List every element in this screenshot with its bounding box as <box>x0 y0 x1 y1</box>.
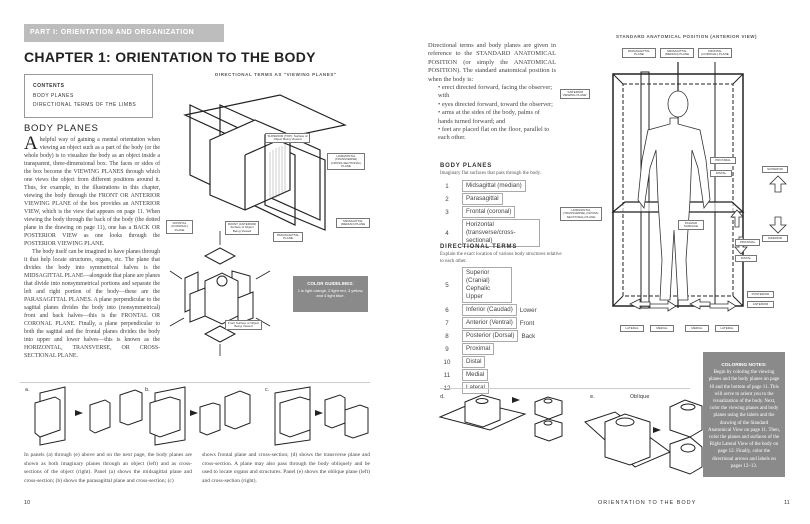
label-front-surface-small: Front Surface of Object Being Viewed <box>225 320 262 331</box>
body-text: A helpful way of gaining a mental orient… <box>24 133 160 360</box>
figure-title: STANDARD ANATOMICAL POSITION (ANTERIOR V… <box>616 34 757 39</box>
label-proximal-arm: PROXIMAL <box>710 157 736 164</box>
coloring-notes-text: Begin by coloring the viewing planes and… <box>708 370 780 469</box>
label-midsagittal: MIDSAGITTAL (MEDIAN) PLANE <box>336 218 370 229</box>
intro-paragraph: Directional terms and body planes are gi… <box>428 42 556 83</box>
label-anterior: ANTERIOR <box>747 301 774 308</box>
bullet-item: • feet are placed flat on the floor, par… <box>438 126 550 142</box>
contents-heading: CONTENTS <box>33 83 65 89</box>
bullet-item: • arms at the sides of the body, palms o… <box>438 109 540 125</box>
human-figure <box>637 90 711 301</box>
oblique-label: Oblique <box>630 394 649 400</box>
label-box[interactable]: Parasagittal <box>462 193 503 205</box>
label-posterior: POSTERIOR <box>747 291 774 298</box>
divider <box>20 382 370 383</box>
label-inferior: INFERIOR <box>762 235 788 242</box>
label-anterior-plane: "ANTERIOR VIEWING PLANE" <box>560 89 590 100</box>
label-medial-right: MEDIAL <box>685 325 709 332</box>
divider <box>440 388 690 389</box>
color-guidelines-box: COLOR GUIDELINES: 1 is light orange, 2 l… <box>293 276 368 312</box>
label-horizontal: HORIZONTAL (TRANSVERSE) (CROSS-SECTIONAL… <box>327 153 365 171</box>
label-box[interactable]: Superior (Cranial) Cephalic Upper <box>462 267 512 303</box>
label-lateral-right: LATERAL <box>715 325 739 332</box>
label-box[interactable]: Proximal <box>462 343 495 355</box>
label-medial-left: MEDIAL <box>650 325 674 332</box>
label-superior: SUPERIOR <box>762 166 788 173</box>
body-planes-subtitle: Imaginary flat surfaces that pass throug… <box>440 171 542 176</box>
label-palmar: PALMAR SURFACE <box>678 220 704 231</box>
label-frontal: FRONTAL (CORONAL) PLANE <box>166 220 193 234</box>
contents-box: CONTENTS BODY PLANES DIRECTIONAL TERMS O… <box>24 74 153 118</box>
label-box[interactable]: Inferior (Caudad) <box>462 304 517 316</box>
panel-label-d: d. <box>440 394 445 400</box>
label-midsagittal: MIDSAGITTAL (MEDIAN) PLANE <box>660 48 694 59</box>
directional-terms-subtitle: Explain the exact location of various bo… <box>440 252 562 264</box>
label-box[interactable]: Distal <box>462 356 486 368</box>
panel-label-c: c. <box>265 387 270 393</box>
body-planes-heading: BODY PLANES <box>440 163 493 169</box>
directional-terms-heading: DIRECTIONAL TERMS <box>440 244 518 250</box>
color-guidelines-title: COLOR GUIDELINES: <box>307 281 354 286</box>
paragraph: The body itself can be imagined to have … <box>24 249 160 359</box>
caption-column-1: In panels (a) through (e) above and on t… <box>24 452 192 484</box>
directional-terms-list: DIRECTIONAL TERMS Explain the exact loca… <box>440 243 590 395</box>
label-distal-arm: DISTAL <box>710 170 732 177</box>
label-parasagittal: PARASAGITTAL PLANE <box>273 232 303 243</box>
figure-title: DIRECTIONAL TERMS AS "VIEWING PLANES" <box>215 72 337 77</box>
panel-label-e: e. <box>590 394 595 400</box>
object-cube <box>204 272 239 325</box>
coloring-notes-title: COLORING NOTES: <box>721 363 767 368</box>
panel-label-b: b. <box>145 387 150 393</box>
color-guidelines-text: 1 is light orange, 2 light red, 3 yellow… <box>297 288 364 298</box>
label-parasagittal: PARASAGITTAL PLANE <box>622 48 656 59</box>
midsagittal-plane <box>264 134 326 231</box>
contents-item[interactable]: BODY PLANES <box>33 92 74 99</box>
section-heading: BODY PLANES <box>24 123 99 134</box>
bullet-item: • eyes directed forward, toward the obse… <box>438 100 553 108</box>
label-box[interactable]: Anterior (Ventral) <box>462 317 517 329</box>
section-panels-abc: a. b. c. <box>25 386 369 446</box>
label-box[interactable]: Horizontal (transverse/cross-sectional) <box>462 219 540 247</box>
label-box[interactable]: Frontal (coronal) <box>462 206 516 218</box>
label-lateral-left: LATERAL <box>620 325 644 332</box>
anatomical-position-diagram <box>611 62 787 312</box>
intro-text: Directional terms and body planes are gi… <box>428 42 556 143</box>
body-planes-list: BODY PLANES Imaginary flat surfaces that… <box>440 162 580 248</box>
paragraph: helpful way of gaining a mental orientat… <box>24 137 160 247</box>
label-superior: SUPERIOR (TOP): Surface of Object Being … <box>265 133 310 144</box>
label-horizontal: HORIZONTAL (TRANSVERSE) (CROSS-SECTIONAL… <box>560 207 602 221</box>
exploded-cube-diagram <box>169 231 271 356</box>
label-distal: DISTAL <box>735 255 757 262</box>
page-number-left: 10 <box>24 500 31 506</box>
label-box[interactable]: Posterior (Dorsal) <box>462 330 519 342</box>
contents-item[interactable]: DIRECTIONAL TERMS OF THE LIMBS <box>33 102 137 108</box>
section-panels-de: d. e. Oblique <box>438 394 703 475</box>
label-frontal: FRONTAL (CORONAL) PLANE <box>698 48 732 59</box>
bullet-item: • erect directed forward, facing the obs… <box>438 84 553 100</box>
label-box[interactable]: Midsagittal (median) <box>462 180 526 192</box>
chapter-title: CHAPTER 1: ORIENTATION TO THE BODY <box>24 49 316 65</box>
panel-label-a: a. <box>25 387 30 393</box>
coloring-notes-box: COLORING NOTES: Begin by coloring the vi… <box>703 352 785 477</box>
label-proximal: PROXIMAL <box>735 239 760 246</box>
label-front-surface: FRONT (ANTERIOR) Surface of Object Being… <box>225 221 259 235</box>
part-banner: PART I: ORIENTATION AND ORGANIZATION <box>24 24 224 42</box>
running-footer: ORIENTATION TO THE BODY <box>598 500 697 506</box>
caption-column-2: shows frontal plane and cross-section; (… <box>202 452 370 484</box>
drop-cap: A <box>24 133 38 154</box>
page-number-right: 11 <box>784 500 790 506</box>
label-box[interactable]: Medial <box>462 369 489 381</box>
